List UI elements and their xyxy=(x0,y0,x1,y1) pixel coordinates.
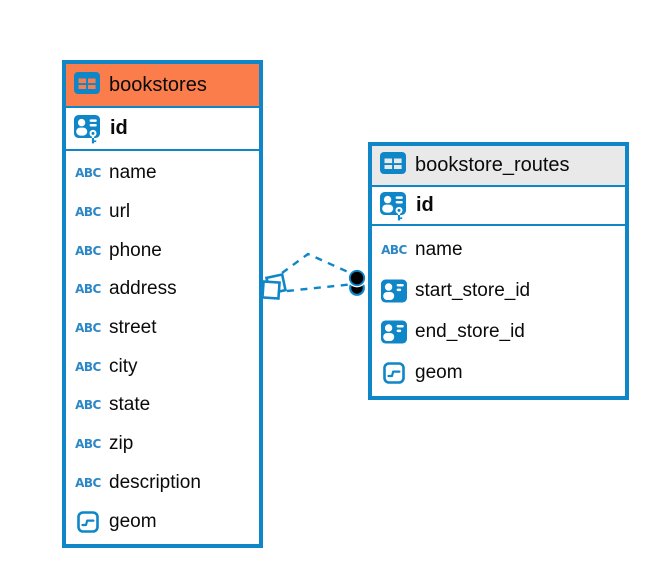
column-name: geom xyxy=(415,361,463,383)
column-row[interactable]: ABC name xyxy=(372,231,625,268)
column-name: phone xyxy=(109,239,162,261)
text-type-icon: ABC xyxy=(75,475,101,490)
column-name: street xyxy=(109,317,157,339)
column-name: name xyxy=(109,162,157,184)
text-type-icon: ABC xyxy=(75,437,101,452)
column-row-id[interactable]: id xyxy=(372,187,625,226)
relationship-line xyxy=(286,282,355,293)
relationship-dot-marker xyxy=(347,268,367,296)
primary-key-icon xyxy=(72,113,102,144)
primary-key-icon xyxy=(378,190,408,221)
column-row[interactable]: ABC zip xyxy=(66,426,259,463)
text-type-icon: ABC xyxy=(75,282,101,297)
column-row-id[interactable]: id xyxy=(66,108,259,151)
table-bookstores-header[interactable]: bookstores xyxy=(66,64,259,108)
reference-type-icon xyxy=(379,279,409,303)
text-type-icon: ABC xyxy=(75,205,101,220)
table-title: bookstore_routes xyxy=(415,154,570,176)
columns-list: ABC name start_store_id xyxy=(372,226,625,396)
table-title: bookstores xyxy=(109,73,207,96)
column-name: zip xyxy=(109,433,134,455)
table-icon xyxy=(74,71,100,99)
column-row[interactable]: ABC state xyxy=(66,387,259,424)
column-name: id xyxy=(416,194,434,216)
relationship-line xyxy=(281,252,358,278)
column-row[interactable]: ABC name xyxy=(66,155,259,192)
text-type-icon: ABC xyxy=(75,243,101,258)
column-row[interactable]: geom xyxy=(66,503,259,540)
table-bookstore-routes-header[interactable]: bookstore_routes xyxy=(372,146,625,187)
text-type-icon: ABC xyxy=(75,321,101,336)
column-row[interactable]: end_store_id xyxy=(372,313,625,350)
column-name: city xyxy=(109,355,138,377)
text-type-icon: ABC xyxy=(75,398,101,413)
column-name: start_store_id xyxy=(415,279,531,301)
column-row[interactable]: ABC city xyxy=(66,348,259,385)
column-row[interactable]: ABC phone xyxy=(66,232,259,269)
relationship-connector[interactable] xyxy=(250,240,380,320)
column-name: geom xyxy=(109,510,157,532)
column-name: description xyxy=(109,471,201,493)
text-type-icon: ABC xyxy=(75,359,101,374)
relationship-squares-marker xyxy=(261,272,288,300)
table-icon xyxy=(380,152,406,179)
column-row[interactable]: ABC url xyxy=(66,194,259,231)
table-bookstore-routes[interactable]: bookstore_routes id xyxy=(368,142,629,400)
column-name: url xyxy=(109,201,131,223)
text-type-icon: ABC xyxy=(381,242,407,257)
column-name: state xyxy=(109,394,151,416)
column-row[interactable]: geom xyxy=(372,354,625,391)
column-name: end_store_id xyxy=(415,320,525,342)
column-name: name xyxy=(415,238,463,260)
columns-list: ABC name ABC url ABC phone ABC address A… xyxy=(66,151,259,544)
geometry-type-icon xyxy=(73,510,103,533)
table-bookstores[interactable]: bookstores id A xyxy=(62,60,263,548)
column-name: id xyxy=(110,117,128,139)
reference-type-icon xyxy=(379,320,409,344)
column-row[interactable]: ABC description xyxy=(66,464,259,501)
text-type-icon: ABC xyxy=(75,166,101,181)
column-row[interactable]: ABC street xyxy=(66,310,259,347)
column-name: address xyxy=(109,278,177,300)
column-row[interactable]: ABC address xyxy=(66,271,259,308)
geometry-type-icon xyxy=(379,361,409,384)
column-row[interactable]: start_store_id xyxy=(372,272,625,309)
